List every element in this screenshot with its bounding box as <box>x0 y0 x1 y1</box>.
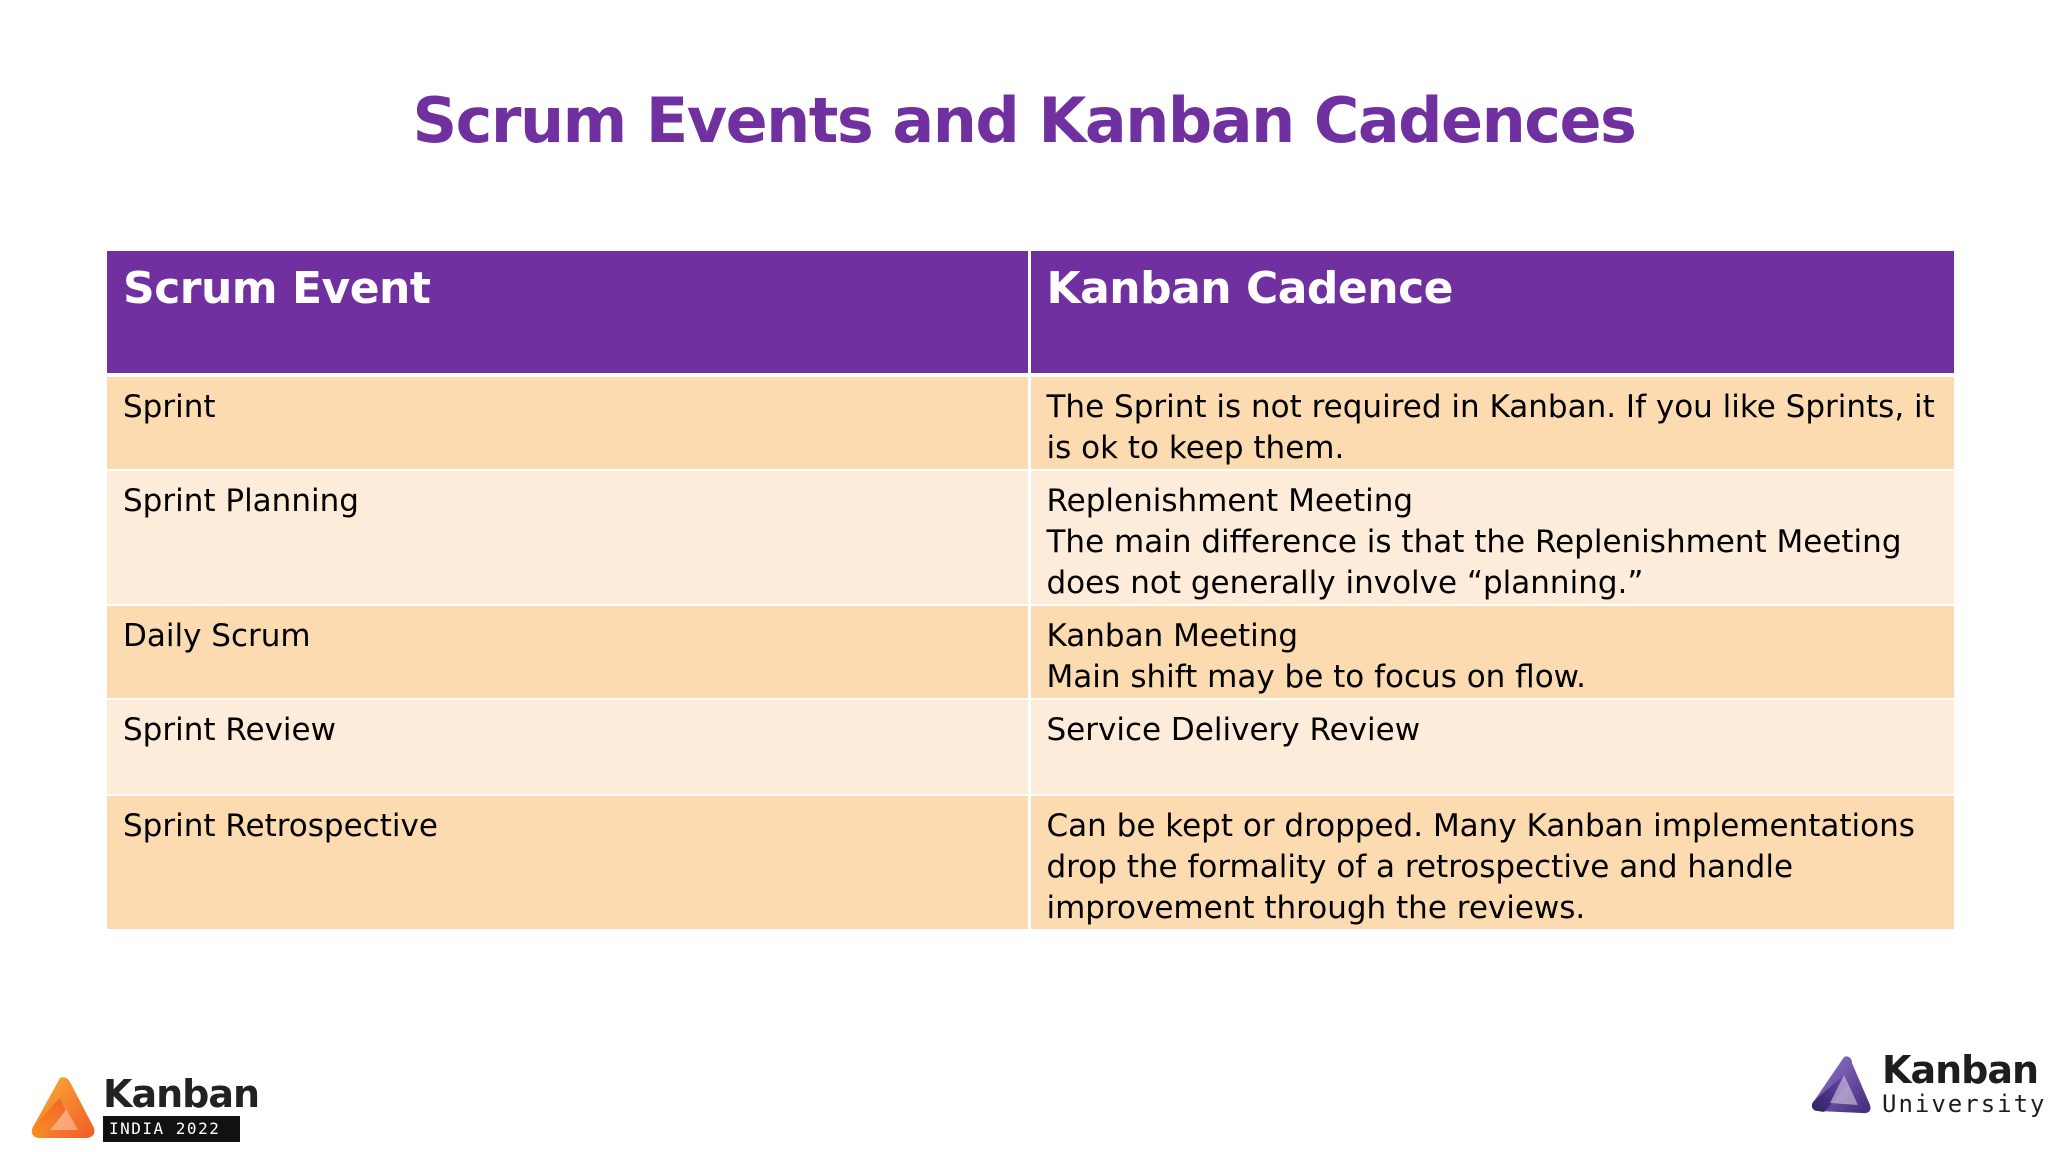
comparison-table: Scrum Event Kanban Cadence Sprint The Sp… <box>107 251 1954 931</box>
cadence-line: Kanban Meeting <box>1046 618 1299 654</box>
scrum-event-cell: Daily Scrum <box>107 605 1031 700</box>
kanban-university-logo: Kanban University <box>1810 1048 2045 1122</box>
table-row: Sprint The Sprint is not required in Kan… <box>107 375 1954 471</box>
kanban-cadence-cell: The Sprint is not required in Kanban. If… <box>1029 375 1954 471</box>
cadence-line: Main shift may be to focus on flow. <box>1046 659 1587 695</box>
scrum-event-cell: Sprint Review <box>107 699 1031 796</box>
kanban-india-wordmark: Kanban <box>103 1072 260 1116</box>
scrum-event-cell: Sprint Planning <box>107 470 1031 606</box>
kanban-university-subtitle: University <box>1882 1090 2047 1118</box>
scrum-event-cell: Sprint <box>107 375 1031 471</box>
kanban-university-wordmark: Kanban <box>1882 1048 2039 1092</box>
kanban-india-triangle-icon <box>31 1077 95 1138</box>
header-kanban-cadence: Kanban Cadence <box>1029 251 1954 377</box>
kanban-cadence-cell: Service Delivery Review <box>1029 699 1954 796</box>
table-header-row: Scrum Event Kanban Cadence <box>107 251 1954 377</box>
table-row: Sprint Planning Replenishment Meeting Th… <box>107 470 1954 606</box>
kanban-cadence-cell: Can be kept or dropped. Many Kanban impl… <box>1029 795 1954 931</box>
kanban-india-tag: INDIA 2022 <box>103 1116 240 1142</box>
kanban-university-triangle-icon <box>1811 1056 1871 1114</box>
slide-title: Scrum Events and Kanban Cadences <box>412 84 1637 157</box>
header-scrum-event: Scrum Event <box>107 251 1031 377</box>
kanban-cadence-cell: Replenishment Meeting The main differenc… <box>1029 470 1954 606</box>
cadence-line: Replenishment Meeting <box>1046 483 1414 519</box>
cadence-line: The Sprint is not required in Kanban. If… <box>1046 389 1935 466</box>
table-row: Sprint Review Service Delivery Review <box>107 699 1954 796</box>
table-row: Sprint Retrospective Can be kept or drop… <box>107 795 1954 931</box>
table-row: Daily Scrum Kanban Meeting Main shift ma… <box>107 605 1954 700</box>
scrum-event-cell: Sprint Retrospective <box>107 795 1031 931</box>
cadence-line: The main difference is that the Replenis… <box>1046 524 1902 601</box>
cadence-line: Service Delivery Review <box>1046 712 1421 748</box>
kanban-cadence-cell: Kanban Meeting Main shift may be to focu… <box>1029 605 1954 700</box>
kanban-india-logo: Kanban INDIA 2022 <box>30 1072 260 1144</box>
cadence-line: Can be kept or dropped. Many Kanban impl… <box>1046 808 1915 926</box>
